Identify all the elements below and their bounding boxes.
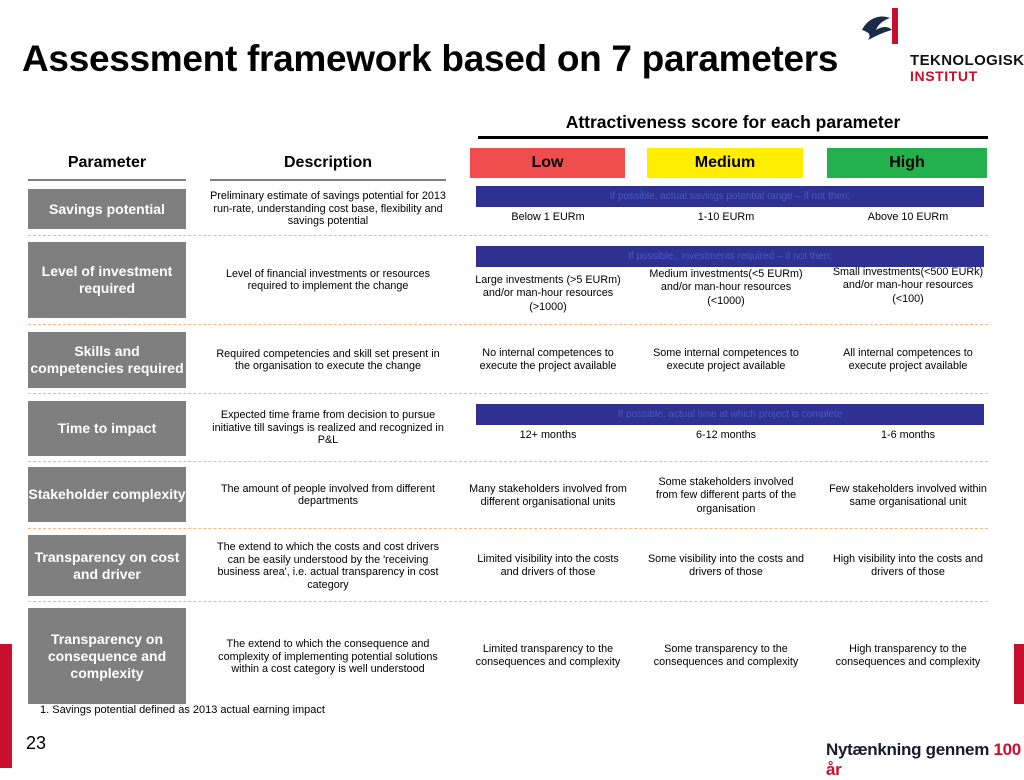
high-time-to-impact: 1-6 months (880, 428, 935, 441)
header-description: Description (283, 154, 372, 171)
page-number: 23 (26, 733, 47, 753)
parameter-level-of-investment: Level of investment required (28, 242, 186, 318)
low-transparency-cost-driver: Limited visibility into the costs and dr… (477, 552, 619, 579)
teknologisk-institut-logo: TEKNOLOGISK INSTITUT (858, 8, 1024, 86)
medium-stakeholder-complexity: Some stakeholders involved from few diff… (655, 475, 797, 515)
row-divider (28, 393, 988, 394)
low-time-to-impact: 12+ months (519, 428, 577, 441)
high-skills-and-competencies: All internal competences to execute proj… (843, 346, 973, 373)
low-level-of-investment: Large investments (>5 EURm) and/or man-h… (475, 273, 621, 313)
medium-transparency-cost-driver: Some visibility into the costs and drive… (647, 552, 805, 579)
low-transparency-consequence: Limited transparency to the consequences… (475, 642, 621, 669)
tagline: Nytænkning gennem 100 år (826, 740, 1024, 780)
header-parameter-rule (28, 179, 186, 181)
parameter-transparency-cost-driver: Transparency on cost and driver (28, 535, 186, 596)
row-divider (28, 461, 988, 462)
footnote: 1. Savings potential defined as 2013 act… (40, 704, 325, 716)
header-medium: Medium (647, 148, 803, 178)
banner-level-of-investment: If possible,, investments required – if … (476, 246, 984, 267)
row-divider (28, 324, 988, 325)
low-savings-potential: Below 1 EURm (511, 210, 585, 223)
high-stakeholder-complexity: Few stakeholders involved within same or… (829, 482, 987, 509)
medium-time-to-impact: 6-12 months (695, 428, 756, 441)
description-transparency-cost-driver: The extend to which the costs and cost d… (216, 541, 440, 591)
description-savings-potential: Preliminary estimate of savings potentia… (210, 190, 446, 228)
attractiveness-heading: Attractiveness score for each parameter (565, 112, 901, 132)
heading-rule (478, 136, 988, 139)
parameter-transparency-consequence: Transparency on consequence and complexi… (28, 608, 186, 704)
high-transparency-cost-driver: High visibility into the costs and drive… (832, 552, 984, 579)
header-parameter: Parameter (67, 154, 147, 171)
parameter-skills-and-competencies: Skills and competencies required (28, 332, 186, 388)
description-stakeholder-complexity: The amount of people involved from diffe… (220, 482, 436, 508)
low-stakeholder-complexity: Many stakeholders involved from differen… (469, 482, 627, 509)
parameter-time-to-impact: Time to impact (28, 401, 186, 456)
logo-bird-icon (860, 8, 898, 44)
logo-text-line1: TEKNOLOGISK (910, 52, 1024, 69)
medium-skills-and-competencies: Some internal competences to execute pro… (653, 346, 799, 373)
medium-transparency-consequence: Some transparency to the consequences an… (653, 642, 799, 669)
right-accent-bar (1014, 644, 1024, 704)
description-transparency-consequence: The extend to which the consequence and … (218, 638, 438, 676)
banner-time-to-impact: If possible, actual time at which projec… (476, 404, 984, 425)
row-divider (28, 235, 988, 236)
header-description-rule (210, 179, 446, 181)
row-divider (28, 528, 988, 529)
low-skills-and-competencies: No internal competences to execute the p… (479, 346, 617, 373)
left-accent-bar (0, 644, 12, 768)
description-level-of-investment: Level of financial investments or resour… (225, 267, 431, 293)
parameter-stakeholder-complexity: Stakeholder complexity (28, 467, 186, 522)
parameter-savings-potential: Savings potential (28, 189, 186, 229)
header-high: High (827, 148, 987, 178)
tagline-main: Nytænkning gennem (826, 740, 994, 759)
banner-savings-potential: If possible, actual savings potential ra… (476, 186, 984, 207)
high-transparency-consequence: High transparency to the consequences an… (835, 642, 981, 669)
description-time-to-impact: Expected time frame from decision to pur… (212, 409, 444, 447)
high-savings-potential: Above 10 EURm (867, 210, 949, 223)
header-low: Low (470, 148, 625, 178)
logo-text-line2: INSTITUT (910, 68, 978, 84)
medium-level-of-investment: Medium investments(<5 EURm) and/or man-h… (649, 267, 803, 307)
page-title: Assessment framework based on 7 paramete… (22, 38, 839, 79)
medium-savings-potential: 1-10 EURm (697, 210, 755, 223)
row-divider (28, 601, 988, 602)
description-skills-and-competencies: Required competencies and skill set pres… (216, 347, 440, 373)
high-level-of-investment: Small investments(<500 EURk) and/or man-… (832, 265, 984, 305)
